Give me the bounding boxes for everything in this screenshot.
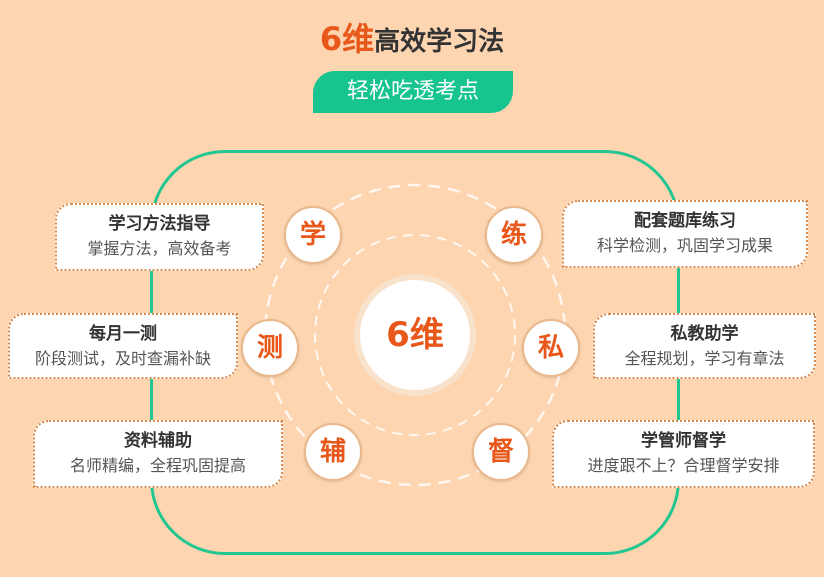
subtitle-banner: 轻松吃透考点 [313,71,513,113]
node-lian: 练 [485,206,543,264]
card-monthly-test: 每月一测阶段测试，及时查漏补缺 [8,313,238,379]
card-study-method: 学习方法指导掌握方法，高效备考 [55,203,264,271]
page-title: 6维高效学习法 [319,20,505,58]
node-xue: 学 [284,206,342,264]
node-du: 督 [472,423,530,481]
node-ce: 测 [241,319,299,377]
card-private-tutor: 私教助学全程规划，学习有章法 [593,313,816,379]
card-question-bank: 配套题库练习科学检测，巩固学习成果 [562,200,808,268]
card-supervision: 学管师督学进度跟不上？合理督学安排 [552,420,815,488]
node-fu: 辅 [304,423,362,481]
card-materials: 资料辅助名师精编，全程巩固提高 [33,420,283,488]
node-si: 私 [522,319,580,377]
center-circle: 6维 [360,280,470,390]
